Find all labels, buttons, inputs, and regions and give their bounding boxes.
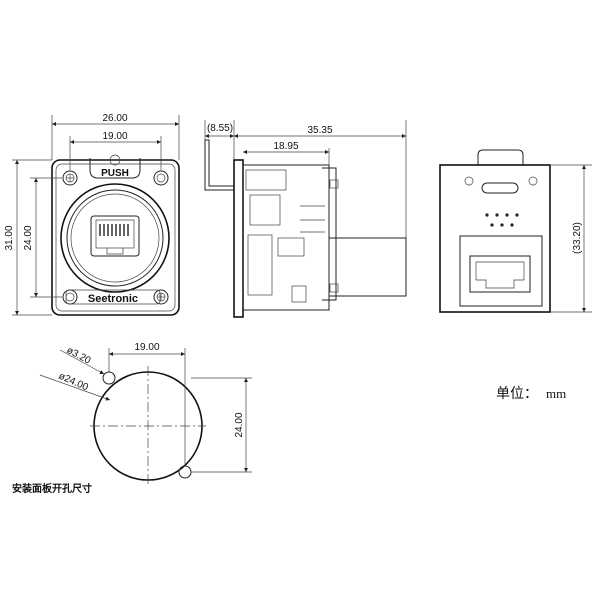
latch-logo-icon bbox=[109, 154, 121, 166]
rear-rj45-port-icon bbox=[469, 255, 531, 293]
push-label: PUSH bbox=[101, 168, 129, 179]
dim-front-height-outer: 31.00 bbox=[4, 225, 15, 250]
side-view: (8.55) 35.35 18.95 bbox=[204, 120, 407, 318]
units-value: mm bbox=[546, 386, 566, 401]
units-note: 单位： mm bbox=[496, 386, 566, 402]
cutout-mount-hole-bottom bbox=[178, 465, 192, 479]
side-flange bbox=[233, 159, 244, 318]
cutout-mount-hole-top bbox=[102, 371, 116, 385]
side-cable-sleeve bbox=[328, 237, 407, 297]
mounting-hole-top-left bbox=[62, 170, 78, 186]
dim-cutout-main-diameter: ø24.00 bbox=[57, 371, 90, 394]
push-latch bbox=[89, 158, 141, 179]
front-flange bbox=[51, 159, 180, 316]
rear-view: (33.20) bbox=[439, 149, 592, 313]
dim-cutout-hole-diameter: ø3.20 bbox=[65, 345, 93, 367]
panel-cutout: 19.00 ø3.20 ø24.00 24.00 安装面板开孔尺寸 bbox=[12, 342, 252, 495]
dim-cutout-hole-spacing: 19.00 bbox=[134, 342, 159, 353]
front-view: PUSH Seetronic 26.00 19.00 bbox=[4, 113, 180, 316]
dim-side-offset: (8.55) bbox=[207, 123, 233, 134]
front-outer-ring bbox=[60, 183, 170, 293]
dim-front-width-outer: 26.00 bbox=[102, 113, 127, 124]
rear-pin-array bbox=[485, 213, 519, 227]
rj45-socket-icon bbox=[90, 215, 140, 257]
mounting-hole-bottom-right bbox=[153, 289, 169, 305]
rear-latch-slot bbox=[481, 182, 519, 194]
mounting-hole-bottom-left bbox=[62, 289, 78, 305]
cutout-caption: 安装面板开孔尺寸 bbox=[12, 482, 92, 495]
dim-side-body: 18.95 bbox=[273, 141, 298, 152]
dim-front-width-holes: 19.00 bbox=[102, 131, 127, 142]
dim-side-total: 35.35 bbox=[307, 125, 332, 136]
dim-rear-height: (33.20) bbox=[572, 222, 583, 254]
dim-cutout-height: 24.00 bbox=[234, 412, 245, 437]
dim-front-height-holes: 24.00 bbox=[23, 225, 34, 250]
brand-label: Seetronic bbox=[88, 293, 138, 305]
units-label: 单位： bbox=[496, 386, 538, 402]
mounting-hole-top-right bbox=[153, 170, 169, 186]
rear-body bbox=[439, 164, 551, 313]
